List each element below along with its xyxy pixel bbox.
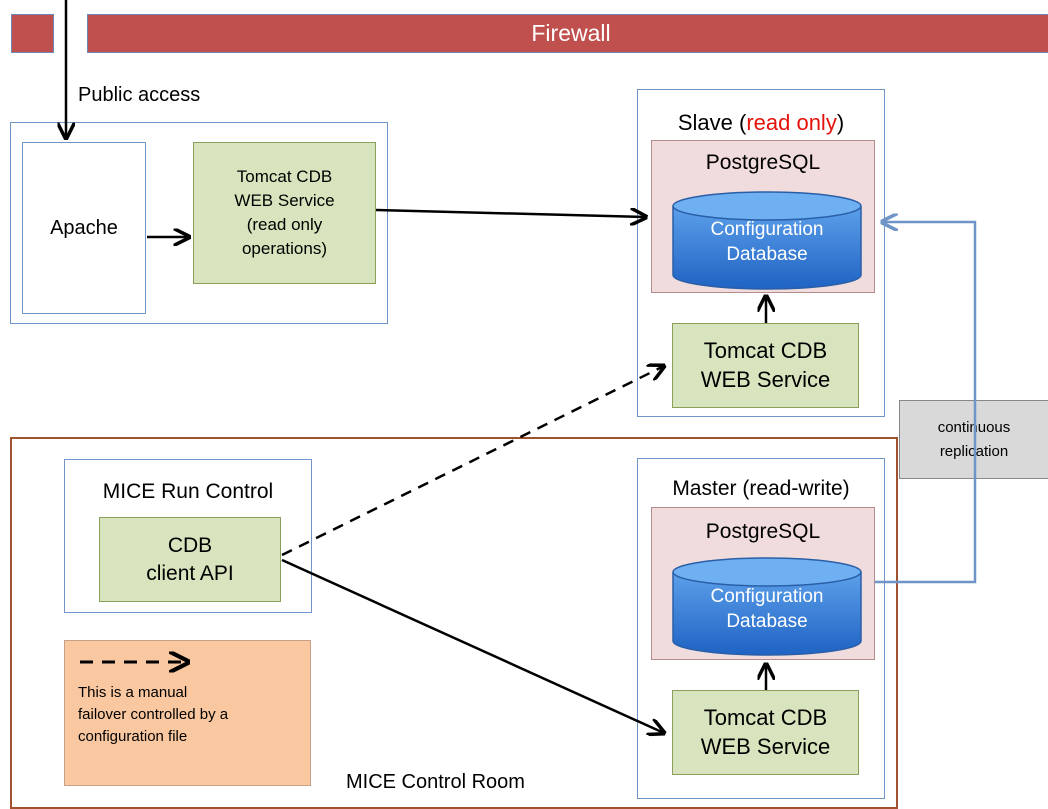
firewall-bar-left	[11, 14, 54, 53]
tomcat-readonly-line: (read only	[246, 215, 323, 234]
slave-db-line: Configuration	[710, 219, 824, 240]
master-database-cylinder	[672, 557, 862, 656]
public-zone-frame	[10, 122, 388, 324]
tomcat-readonly-box: Tomcat CDB WEB Service (read only operat…	[193, 142, 376, 284]
public-access-label: Public access	[78, 84, 201, 106]
api-to-slave-failover-arrow	[281, 366, 664, 557]
master-tomcat-line: WEB Service	[700, 733, 831, 759]
tomcat-to-slave-arrow	[375, 210, 646, 217]
firewall-bar: Firewall	[87, 14, 1048, 53]
master-title: Master (read-write)	[672, 477, 850, 500]
slave-tomcat-line: WEB Service	[700, 366, 831, 392]
master-tomcat-line: Tomcat CDB	[703, 704, 828, 730]
note-line: failover controlled by a	[78, 705, 229, 723]
note-line: configuration file	[78, 727, 188, 745]
slave-tomcat-box: Tomcat CDB WEB Service	[672, 323, 859, 408]
master-db-label: Configuration Database	[673, 585, 861, 634]
master-postgres-label: PostgreSQL	[705, 520, 821, 543]
slave-db-line: Database	[726, 243, 808, 265]
slave-frame	[637, 89, 885, 417]
slave-title-suffix: )	[836, 110, 845, 135]
slave-database-cylinder	[672, 191, 862, 290]
slave-title: Slave (read only)	[637, 109, 885, 137]
client-api-line: client API	[146, 561, 234, 585]
note-line: This is a manual	[78, 684, 188, 701]
firewall-label: Firewall	[531, 20, 611, 46]
slave-title-highlight: read only	[746, 110, 837, 135]
control-room-label: MICE Control Room	[346, 771, 525, 793]
api-to-master-arrow	[281, 558, 664, 733]
slave-tomcat-line: Tomcat CDB	[703, 337, 828, 363]
master-db-line: Configuration	[710, 586, 824, 607]
apache-box: Apache	[22, 142, 146, 314]
tomcat-readonly-line: operations)	[241, 238, 328, 258]
apache-label: Apache	[50, 216, 118, 239]
slave-db-label: Configuration Database	[673, 218, 861, 267]
client-api-line: CDB	[167, 534, 213, 558]
tomcat-readonly-line: WEB Service	[234, 191, 335, 211]
slave-title-prefix: Slave (	[677, 110, 747, 135]
tomcat-readonly-line: Tomcat CDB	[236, 167, 333, 187]
master-db-line: Database	[726, 610, 808, 632]
cdb-client-api-box: CDB client API	[99, 517, 281, 602]
master-tomcat-box: Tomcat CDB WEB Service	[672, 690, 859, 775]
failover-note-text: This is a manual failover controlled by …	[78, 682, 228, 747]
slave-postgres-label: PostgreSQL	[705, 151, 821, 174]
run-control-title: MICE Run Control	[102, 480, 274, 503]
replication-arrow	[875, 222, 977, 584]
master-frame	[637, 458, 885, 799]
